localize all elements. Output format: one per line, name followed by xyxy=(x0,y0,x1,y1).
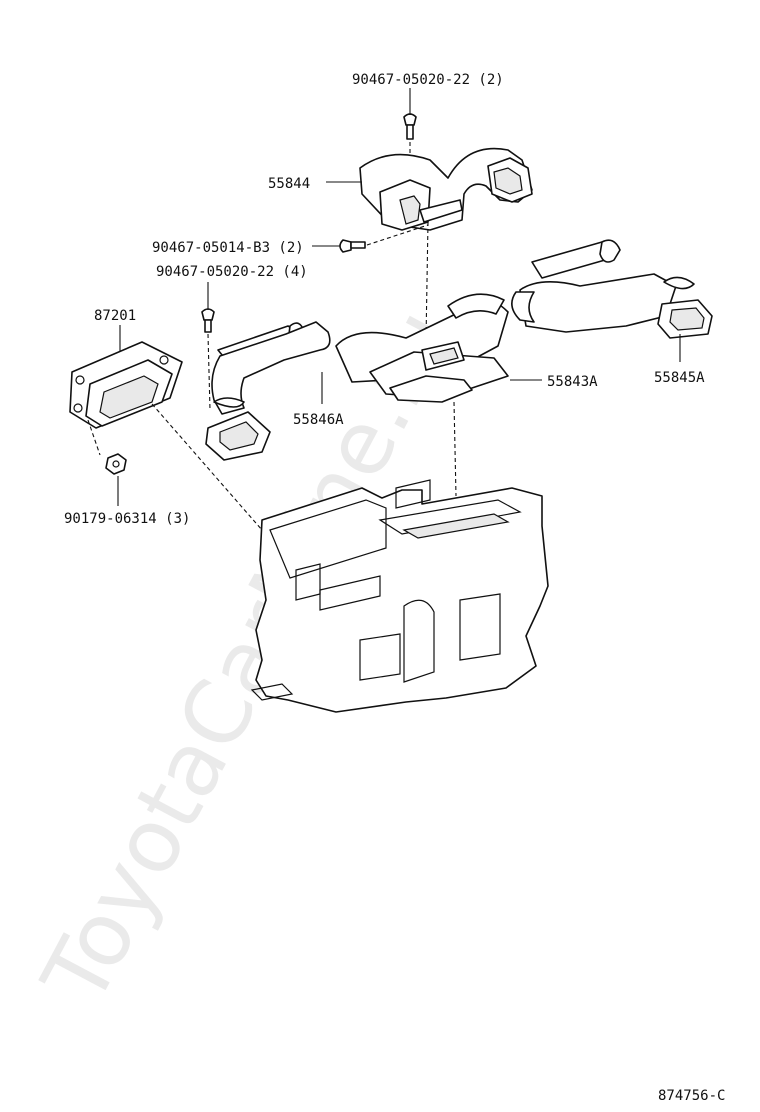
label-55846a: 55846A xyxy=(293,412,344,428)
screw-b3-part xyxy=(339,239,366,253)
nut-part xyxy=(105,453,127,475)
label-55845a: 55845A xyxy=(654,370,705,386)
duct-55843a-part xyxy=(335,293,509,403)
label-55843a: 55843A xyxy=(547,374,598,390)
label-screw-left: 90467-05020-22 (4) xyxy=(156,264,308,280)
dashline-87201-nut xyxy=(87,419,101,456)
label-nut: 90179-06314 (3) xyxy=(64,511,190,527)
label-87201: 87201 xyxy=(94,308,136,324)
screw-top-part xyxy=(403,113,417,140)
label-screw-top: 90467-05020-22 (2) xyxy=(352,72,504,88)
dashline-screw-left xyxy=(207,333,211,411)
screw-left-part xyxy=(201,308,215,333)
duct-55846a-part xyxy=(205,321,331,461)
dashline-55844 xyxy=(425,221,429,341)
dashline-55843a xyxy=(453,401,457,497)
label-55844: 55844 xyxy=(268,176,310,192)
label-screw-b3: 90467-05014-B3 (2) xyxy=(152,240,304,256)
panel-87201-part xyxy=(69,341,183,429)
dashline-screw-b3 xyxy=(366,224,429,246)
heater-unit-part xyxy=(250,479,549,713)
duct-55844-part xyxy=(359,147,533,231)
duct-55845a-part xyxy=(511,239,713,339)
figure-code: 874756-C xyxy=(658,1088,725,1104)
